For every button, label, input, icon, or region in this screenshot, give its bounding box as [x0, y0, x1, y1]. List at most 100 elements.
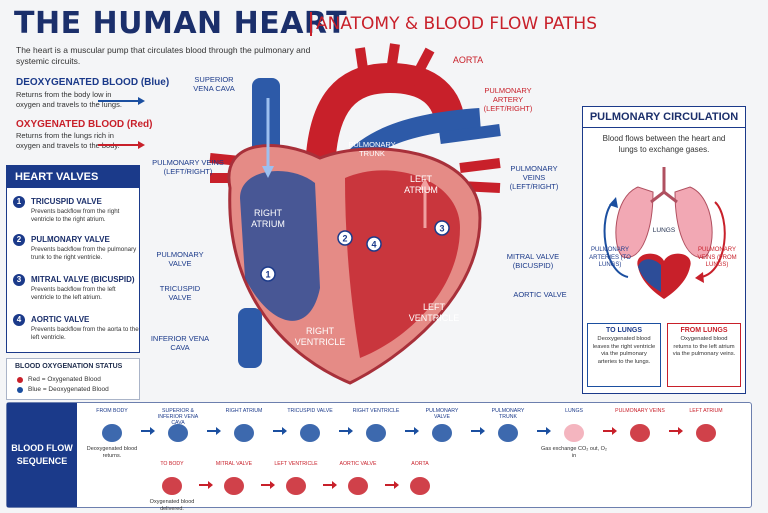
heart-valves-panel: HEART VALVES 1 TRICUSPID VALVE Prevents … [6, 165, 140, 353]
to-lungs-title: TO LUNGS [605, 327, 643, 334]
valve-marker-3: 3 [434, 220, 450, 236]
aorta-branch [385, 43, 400, 79]
sequence-step-icon [234, 424, 254, 442]
valve-name: TRICUSPID VALVE [31, 197, 102, 206]
pulmonary-artery-label: PULMONARY ARTERY (LEFT/RIGHT) [483, 86, 533, 113]
heart-valves-heading: HEART VALVES [7, 166, 139, 188]
sequence-step-label: LEFT ATRIUM [689, 408, 723, 414]
from-lungs-box: FROM LUNGS Oxygenated blood returns to t… [667, 323, 741, 387]
valve-desc: Prevents backflow from the pulmonary tru… [31, 246, 137, 261]
flow-arrowhead [419, 178, 431, 190]
pulmonary-valve-label: PULMONARY VALVE [156, 250, 204, 268]
sequence-step-note: Oxygenated blood delivered. [149, 499, 195, 512]
sequence-step-note: Deoxygenated blood returns. [86, 446, 138, 459]
deoxygenated-key: Blue = Deoxygenated Blood [28, 386, 109, 393]
deoxy-legend-text: Returns from the body low in oxygen and … [16, 90, 122, 109]
right-atrium-label: RIGHT ATRIUM [251, 208, 285, 229]
mitral-valve-label: MITRAL VALVE (BICUSPID) [506, 252, 560, 270]
sequence-arrow-icon [385, 481, 399, 489]
sequence-arrow-icon [405, 427, 419, 435]
sequence-step-label: TRICUSPID VALVE [287, 408, 333, 414]
valve-desc: Prevents backflow from the left ventricl… [31, 286, 116, 301]
blue-arrow-icon [98, 97, 145, 105]
mini-heart-right [638, 259, 661, 292]
pulmonary-veins-label: PULMONARY VEINS (FROM LUNGS) [697, 247, 737, 268]
oxygenation-heading: BLOOD OXYGENATION STATUS [15, 363, 123, 370]
pulmonary-diagram [603, 167, 726, 299]
aorta-branch [407, 47, 435, 87]
blue-dot-icon [17, 387, 23, 393]
sequence-step-label: RIGHT ATRIUM [225, 408, 263, 414]
sequence-arrow-icon [669, 427, 683, 435]
sequence-step-icon [366, 424, 386, 442]
valve-name: MITRAL VALVE (BICUSPID) [31, 275, 135, 284]
aorta-arch [305, 62, 465, 179]
sequence-step-label: LEFT VENTRICLE [274, 461, 318, 467]
from-lungs-arrowhead [695, 272, 704, 283]
oxy-legend-title: OXYGENATED BLOOD (Red) [16, 119, 153, 130]
sequence-arrow-icon [339, 427, 353, 435]
pulmonary-arteries-label: PULMONARY ARTERIES (TO LUNGS) [589, 247, 631, 268]
sequence-step-icon [300, 424, 320, 442]
left-chambers [345, 170, 460, 358]
sequence-step-icon [564, 424, 584, 442]
right-chambers [240, 171, 320, 321]
sequence-step-icon [224, 477, 244, 495]
sequence-arrow-icon [323, 481, 337, 489]
aortic-valve-label: AORTIC VALVE [513, 290, 567, 299]
from-lungs-title: FROM LUNGS [680, 327, 728, 334]
sequence-arrow-icon [273, 427, 287, 435]
valve-desc: Prevents backflow from the right ventric… [31, 208, 120, 223]
sequence-step-label: LUNGS [565, 408, 583, 414]
svg-text:3: 3 [439, 224, 444, 234]
sequence-step-icon [498, 424, 518, 442]
aorta-label: AORTA [452, 55, 484, 65]
sequence-step-icon [432, 424, 452, 442]
valve-number: 3 [13, 274, 25, 286]
sequence-arrow-icon [537, 427, 551, 435]
pulmonary-circulation-panel: PULMONARY CIRCULATION Blood flows betwee… [582, 106, 746, 394]
pulmonary-veins-left-label: PULMONARY VEINS (LEFT/RIGHT) [152, 158, 224, 176]
flow-arrowhead [262, 166, 274, 178]
inferior-vena-cava [238, 308, 262, 368]
sequence-step-label: SUPERIOR & INFERIOR VENA CAVA [157, 408, 199, 426]
sequence-arrow-icon [199, 481, 213, 489]
valve-number: 4 [13, 314, 25, 326]
pulmonary-text: Blood flows between the heart and lungs … [602, 134, 726, 154]
sequence-step-label: RIGHT VENTRICLE [352, 408, 400, 414]
sequence-step-icon [348, 477, 368, 495]
sequence-step-icon [162, 477, 182, 495]
tricuspid-valve-label: TRICUSPID VALVE [159, 284, 201, 302]
svg-text:4: 4 [371, 240, 376, 250]
sequence-step-icon [696, 424, 716, 442]
sequence-step-icon [630, 424, 650, 442]
lungs-label: LUNGS [652, 227, 676, 234]
sequence-step-label: TO BODY [160, 461, 184, 467]
trachea [650, 167, 678, 204]
sequence-step-icon [168, 424, 188, 442]
sequence-step-label: AORTIC VALVE [339, 461, 377, 467]
to-lungs-text: Deoxygenated blood leaves the right vent… [592, 336, 656, 365]
sequence-step-note: Gas exchange CO₂ out, O₂ in [540, 446, 608, 459]
pulmonary-artery-branch [439, 124, 501, 144]
oxygenation-status-box: BLOOD OXYGENATION STATUS Red = Oxygenate… [6, 358, 140, 400]
superior-vena-cava-label: SUPERIOR VENA CAVA [193, 75, 235, 93]
valve-name: AORTIC VALVE [31, 315, 90, 324]
valve-marker-2: 2 [337, 230, 353, 246]
sequence-step-icon [286, 477, 306, 495]
deoxy-legend-title: DEOXYGENATED BLOOD (Blue) [16, 77, 170, 88]
pulmonary-heading: PULMONARY CIRCULATION [583, 107, 745, 128]
sequence-arrow-icon [471, 427, 485, 435]
right-ventricle-label: RIGHT VENTRICLE [294, 326, 346, 347]
from-lungs-text: Oxygenated blood returns to the left atr… [672, 336, 736, 357]
sequence-step-label: MITRAL VALVE [215, 461, 253, 467]
valve-desc: Prevents backflow from the aorta to the … [31, 326, 139, 341]
sequence-heading: BLOOD FLOW SEQUENCE [7, 403, 77, 507]
right-lung [674, 186, 713, 258]
from-lungs-arrow [700, 201, 726, 278]
intro-text: The heart is a muscular pump that circul… [16, 45, 311, 66]
svg-text:2: 2 [342, 234, 347, 244]
sequence-arrow-icon [207, 427, 221, 435]
red-dot-icon [17, 377, 23, 383]
